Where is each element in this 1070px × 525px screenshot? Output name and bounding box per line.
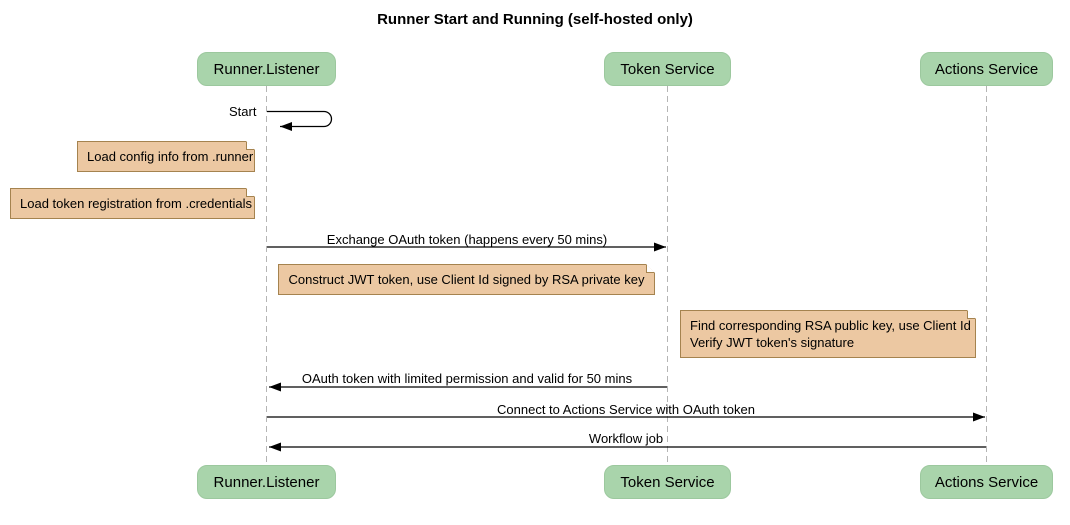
note-fold-icon [646,264,655,273]
note-text: Load config info from .runner [87,149,254,164]
note-text: Construct JWT token, use Client Id signe… [288,272,645,287]
note-text-line-2: Verify JWT token's signature [690,335,855,350]
note-text: Load token registration from .credential… [20,196,252,211]
message-label-connect: Connect to Actions Service with OAuth to… [497,402,755,417]
message-label-exchange-oauth: Exchange OAuth token (happens every 50 m… [326,232,608,247]
message-label-start: Start [229,104,257,119]
diagram-title: Runner Start and Running (self-hosted on… [377,11,693,28]
note-fold-icon [246,188,255,197]
note-text-line-1: Find corresponding RSA public key, use C… [690,318,971,333]
participant-actions-service-top: Actions Service [920,52,1053,86]
note-verify-jwt: Find corresponding RSA public key, use C… [680,310,976,358]
note-construct-jwt: Construct JWT token, use Client Id signe… [278,264,655,295]
note-load-token-registration: Load token registration from .credential… [10,188,255,219]
participant-runner-listener-bottom: Runner.Listener [197,465,336,499]
note-fold-icon [246,141,255,150]
participant-token-service-bottom: Token Service [604,465,731,499]
note-load-config: Load config info from .runner [77,141,255,172]
participant-runner-listener-top: Runner.Listener [197,52,336,86]
participant-token-service-top: Token Service [604,52,731,86]
self-message-arrow-start [267,110,333,131]
message-label-workflow-job: Workflow job [588,431,664,446]
message-label-oauth-return: OAuth token with limited permission and … [301,371,633,386]
participant-actions-service-bottom: Actions Service [920,465,1053,499]
note-fold-icon [967,310,976,319]
